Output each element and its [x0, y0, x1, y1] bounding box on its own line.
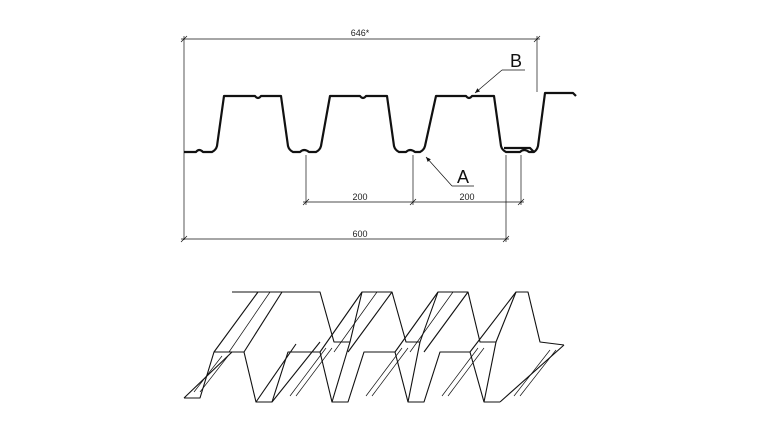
- iso-rib4-left-top: [469, 291, 517, 353]
- iso-valley4-a: [483, 341, 497, 403]
- iso-rib2-left-top: [319, 291, 363, 353]
- iso-valley1-b: [271, 341, 321, 403]
- iso-start-edge: [183, 351, 233, 399]
- deck-profile-line: [184, 91, 577, 154]
- isometric-view: [183, 291, 565, 403]
- dim-label-overall: 646*: [351, 28, 370, 38]
- dim-tick-cover-left: [180, 235, 188, 243]
- iso-stiffener-6: [447, 347, 485, 397]
- dim-label-pitch-2: 200: [459, 192, 474, 202]
- iso-valley2-a: [331, 341, 351, 403]
- iso-stiffener-9: [513, 349, 551, 397]
- dim-tick-cover-right: [502, 235, 510, 243]
- dim-label-pitch-1: 200: [352, 192, 367, 202]
- iso-stiffener-7: [193, 355, 223, 393]
- cross-section: 646* 200 200 600 B A: [180, 28, 577, 243]
- iso-rib1-right-top: [243, 291, 283, 353]
- iso-top-emboss-2: [333, 291, 378, 353]
- dim-tick-pitch-1: [302, 198, 310, 206]
- iso-stiffener-10: [519, 349, 557, 397]
- dim-label-cover: 600: [352, 229, 367, 239]
- callout-b-label: B: [510, 51, 522, 71]
- iso-stiffener-2: [295, 347, 333, 397]
- callout-b-leader: [474, 69, 503, 94]
- iso-rib3-left-top: [394, 291, 439, 353]
- dim-tick-pitch-2: [409, 198, 417, 206]
- callout-a-leader: [425, 156, 453, 187]
- dim-tick-pitch-3: [517, 198, 525, 206]
- iso-top-emboss-3: [409, 291, 454, 353]
- iso-valley3-a: [407, 341, 421, 403]
- overlap-lap: [504, 146, 535, 153]
- iso-top-emboss-1: [228, 291, 271, 353]
- callout-a-label: A: [457, 167, 469, 187]
- iso-stiffener-8: [199, 355, 229, 393]
- iso-front-profile: [184, 351, 500, 403]
- dim-tick-overall-left: [180, 35, 188, 43]
- iso-stiffener-1: [289, 347, 327, 397]
- iso-back-profile: [232, 291, 565, 346]
- iso-stiffener-3: [365, 347, 403, 397]
- iso-valley1-a: [255, 343, 297, 403]
- iso-stiffener-4: [371, 347, 409, 397]
- iso-rib1-left-top: [213, 291, 259, 353]
- iso-rib3-right-top: [423, 291, 469, 353]
- dim-tick-overall-right: [533, 35, 541, 43]
- iso-stiffener-5: [441, 347, 479, 397]
- iso-rib2-right-top: [347, 291, 393, 353]
